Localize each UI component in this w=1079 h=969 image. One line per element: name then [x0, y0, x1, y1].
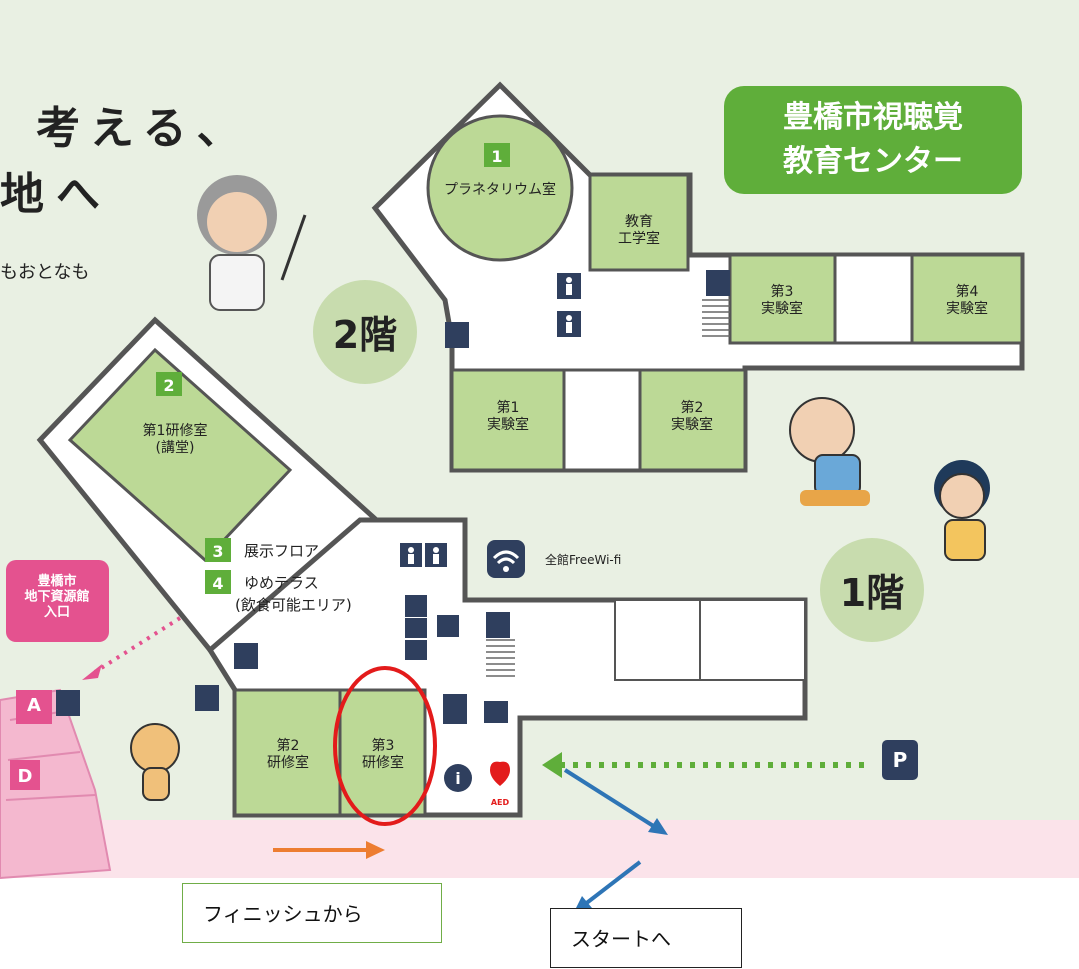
planetarium-number: 1 [491, 147, 502, 166]
toilet-icon [405, 595, 427, 617]
facility-title-line1: 豊橋市視聴覚 [783, 100, 963, 135]
training2-room [233, 688, 342, 817]
terrace-label: ゆめテラス [244, 574, 319, 592]
aed-heart-icon [490, 761, 510, 786]
training1-number: 2 [163, 376, 174, 395]
marker-a-label: A [27, 695, 41, 716]
floor-2-badge [313, 280, 417, 384]
facility-title-badge: 豊橋市視聴覚 教育センター [724, 86, 1022, 194]
underground-entrance-badge [6, 560, 109, 642]
tagline-top: 考える、 [36, 103, 251, 154]
from-finish-note: フィニッシュから [182, 883, 442, 943]
parking-label: P [893, 748, 908, 772]
lab2-room [638, 368, 747, 472]
terrace-number: 4 [212, 574, 223, 593]
from-finish-text: フィニッシュから [203, 902, 363, 926]
lab4-room [910, 253, 1024, 345]
escalator-icon [486, 612, 510, 638]
underground-entrance-label: 豊橋市地下資源館入口 [24, 573, 89, 620]
kid-character-2 [934, 460, 990, 561]
exhibit-number: 3 [212, 542, 223, 561]
drink-icon [443, 694, 467, 724]
planetarium-label: プラネタリウム室 [444, 181, 556, 198]
edu-eng-room [588, 173, 690, 272]
floor-1-badge [820, 538, 924, 642]
planetarium-number-tile [484, 143, 510, 167]
pink-strip [0, 820, 1079, 878]
floor-1-label: 1階 [840, 571, 904, 615]
cat-character [130, 723, 180, 801]
kid-character-1 [789, 397, 870, 506]
blue-arrow-1 [563, 768, 657, 829]
exhibit-label: 展示フロア [244, 542, 319, 560]
underground-path [93, 616, 182, 674]
stairs [486, 299, 730, 677]
to-start-note: スタートへ [550, 908, 742, 968]
planetarium-room [426, 114, 574, 262]
phone-icon [195, 685, 219, 711]
training1-label: 第1研修室(講堂) [143, 422, 208, 456]
escalator-icon [445, 322, 469, 348]
lab3-room [728, 253, 837, 345]
parking-icon [882, 740, 918, 780]
lab1-room [450, 368, 566, 472]
escalator-icon [234, 643, 258, 669]
escalator-icon [56, 690, 80, 716]
tagline-small: もおとなも [0, 262, 90, 283]
training1-number-tile [156, 372, 182, 396]
locker-icon [484, 701, 508, 723]
terrace-number-tile [205, 570, 231, 594]
aed-label: AED [491, 798, 510, 807]
wifi-label: 全館FreeWi-fi [545, 552, 621, 567]
route-highlight-circle [333, 666, 437, 826]
professor-character [197, 175, 307, 311]
baby-icon [405, 640, 427, 660]
training3-room [338, 688, 427, 817]
accessible-icon [437, 615, 459, 637]
exhibit-number-tile [205, 538, 231, 562]
tagline-mid: 地へ [0, 169, 112, 220]
toilet-icon [405, 618, 427, 638]
blue-arrow-2 [582, 860, 642, 907]
terrace-note: (飲食可能エリア) [235, 596, 352, 614]
floor-2-label: 2階 [333, 313, 397, 357]
marker-a-tile [16, 690, 52, 724]
edu-eng-label: 教育工学室 [618, 214, 660, 247]
info-label: i [455, 769, 460, 788]
info-icon [444, 764, 472, 792]
training1-room [67, 347, 293, 563]
to-start-text: スタートへ [571, 927, 671, 951]
marker-d-tile [10, 760, 40, 790]
facility-title-line2: 教育センター [783, 144, 963, 179]
marker-d-label: D [18, 766, 33, 787]
escalator-icon [706, 270, 730, 296]
